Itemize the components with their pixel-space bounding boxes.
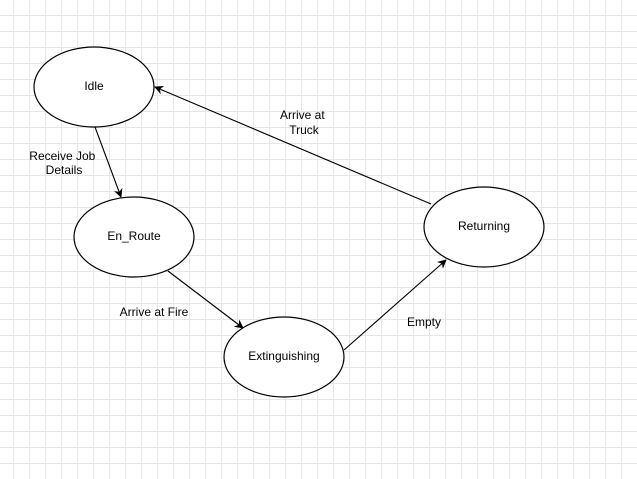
state-en-route[interactable]: En_Route (73, 196, 195, 278)
state-label-idle: Idle (84, 79, 104, 93)
transition-label-arrive-at-fire: Arrive at Fire (120, 305, 189, 319)
state-label-extinguishing: Extinguishing (248, 349, 319, 363)
transition-idle-to-en-route[interactable] (94, 126, 123, 198)
transition-label-arrive-at-truck: Arrive at Truck (280, 108, 328, 137)
state-idle[interactable]: Idle (33, 46, 155, 128)
state-label-en-route: En_Route (107, 229, 161, 243)
transition-label-receive-job-details: Receive Job Details (29, 149, 98, 177)
transition-en-route-to-extinguishing[interactable] (167, 270, 244, 329)
state-label-returning: Returning (458, 219, 510, 233)
transition-returning-to-idle[interactable] (154, 86, 432, 205)
state-returning[interactable]: Returning (423, 186, 545, 268)
transition-label-empty: Empty (407, 315, 441, 329)
state-extinguishing[interactable]: Extinguishing (223, 316, 345, 398)
transition-extinguishing-to-returning[interactable] (343, 259, 447, 351)
